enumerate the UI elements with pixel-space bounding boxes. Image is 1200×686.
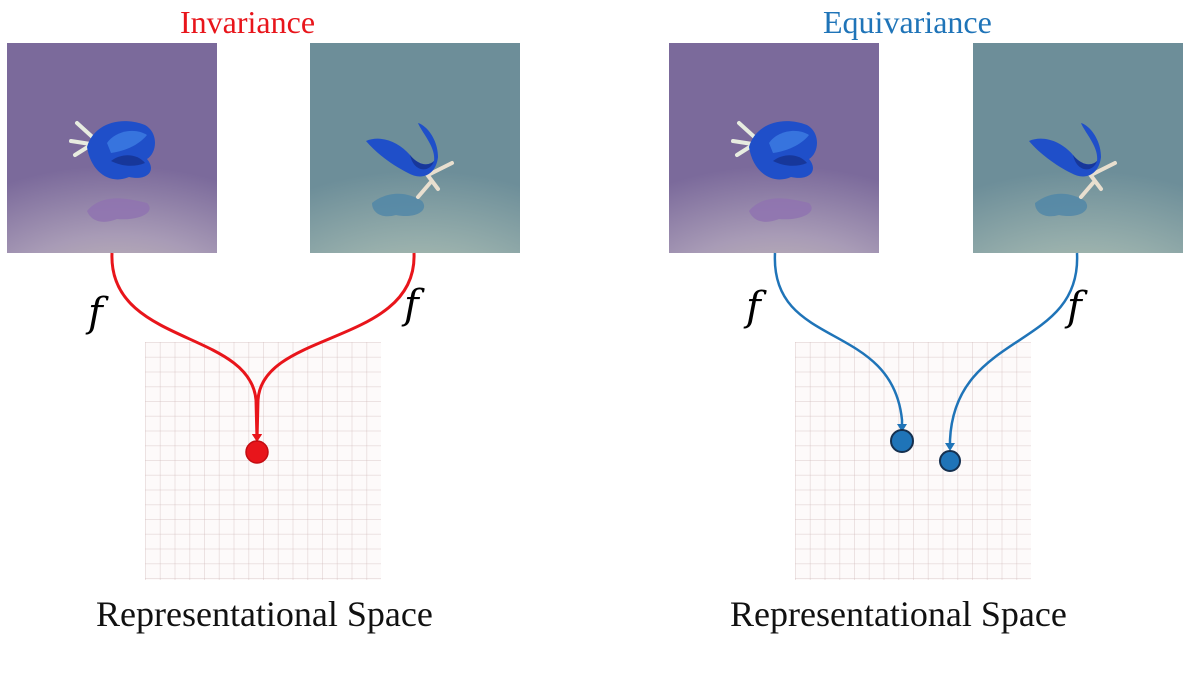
equivariance-representational-space — [795, 342, 1031, 580]
invariance-image-original — [7, 43, 217, 253]
equivariance-point-original — [890, 429, 914, 453]
chair-render-image — [669, 43, 879, 253]
equivariance-arrow-left — [773, 252, 907, 432]
equivariance-arrow-right — [945, 252, 1079, 451]
chair-render-image — [973, 43, 1183, 253]
chair-render-image — [7, 43, 217, 253]
equivariance-function-label-left: f — [746, 284, 761, 330]
equivariance-image-rotated — [973, 43, 1183, 253]
invariance-caption: Representational Space — [96, 594, 433, 634]
equivariance-image-original — [669, 43, 879, 253]
equivariance-title: Equivariance — [823, 4, 992, 40]
invariance-arrow-right — [252, 252, 416, 442]
invariance-point — [245, 440, 269, 464]
invariance-function-label-right: f — [404, 282, 419, 328]
invariance-title: Invariance — [180, 4, 316, 40]
equivariance-function-label-right: f — [1067, 284, 1082, 330]
invariance-arrow-left — [110, 252, 262, 442]
invariance-function-label-left: f — [88, 290, 103, 336]
equivariance-point-rotated — [939, 450, 961, 472]
chair-render-image — [310, 43, 520, 253]
equivariance-caption: Representational Space — [730, 594, 1067, 634]
invariance-image-rotated — [310, 43, 520, 253]
